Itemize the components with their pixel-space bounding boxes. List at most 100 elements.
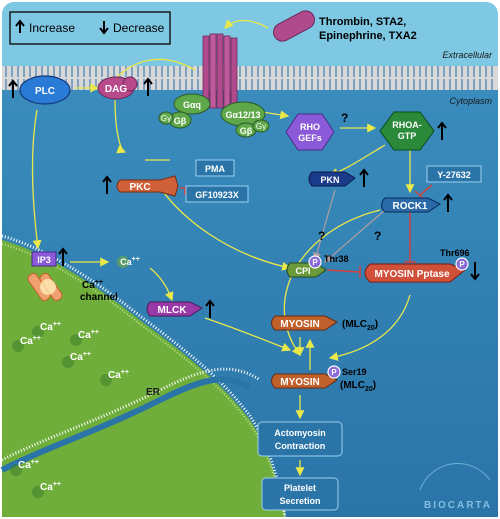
myosin-node: MYOSIN (MLC20) [271,315,378,332]
dag-label: DAG [105,84,127,95]
cpi-phospho-icon [308,255,322,269]
gaq-label: Gαq [183,100,201,110]
ca-cyto-label: Ca++ [120,256,140,267]
ga1213-label: Gα12/13 [225,110,260,120]
rock1-node: ROCK1 [381,193,453,213]
er-ca-5: Ca++ [108,369,129,381]
myosin-phospho-label: P [331,368,337,377]
legend-increase-label: Increase [29,21,75,35]
er-ca-3: Ca++ [78,329,99,341]
biocarta-logo: BIOCARTA [419,463,492,511]
y27632-node: Y-27632 [426,165,482,183]
agonist-line-2: Epinephrine, TXA2 [319,30,417,42]
plc-node: PLC [8,75,71,105]
pkn-increase-icon [359,168,369,187]
cpi-node: CPI P Thr38 [286,254,349,278]
y27632-label: Y-27632 [437,170,471,180]
ip3-label: IP3 [37,255,51,265]
rock1-increase-icon [443,193,453,212]
mlck-increase-icon [205,299,215,318]
pptase-phospho-icon [455,257,469,271]
gf10923x-label: GF10923X [195,190,239,200]
rho-gefs-label-1: RHO [300,122,320,132]
actomyosin-label-1: Actomyosin [274,428,326,438]
pkn-label: PKN [320,175,339,185]
ip3-node: IP3 [31,247,68,267]
phospho-myosin-label: MYOSIN [280,377,319,388]
g1213-protein: Gα12/13 Gβ Gγ [220,101,270,138]
ip3-increase-icon [58,247,68,266]
myosin-pptase-node: MYOSIN Pptase P Thr696 [364,248,480,283]
mlc20-label-1: (MLC20) [342,319,378,332]
agonist-ligand: Thrombin, STA2, Epinephrine, TXA2 [273,10,417,42]
rho-gefs-node: RHO GEFs ? [285,111,348,151]
gb-2-label: Gβ [240,126,253,136]
agonist-line-1: Thrombin, STA2, [319,16,406,28]
rho-gefs-label-2: GEFs [298,133,322,143]
plc-label: PLC [35,86,55,97]
cytoplasm-label: Cytoplasm [449,96,492,106]
ca-channel-label-2: channel [80,292,118,303]
cell-membrane [2,66,498,90]
myosin-pptase-label: MYOSIN Pptase [374,269,449,280]
endoplasmic-reticulum [0,234,287,518]
gq-protein: Gαq Gβ Gγ [158,93,211,129]
cytoplasm-calcium: Ca++ [117,256,140,268]
logo-text: BIOCARTA [424,500,492,511]
pkc-label: PKC [129,182,150,193]
mlck-node: MLCK [146,299,215,318]
ligand-shape [273,10,315,42]
er-ca-7: Ca++ [40,481,61,493]
extracellular-label: Extracellular [442,50,493,60]
myosin-label: MYOSIN [280,319,319,330]
increase-arrow-icon [15,19,25,33]
rhoa-increase-icon [437,121,447,140]
platelet-label-1: Platelet [284,483,316,493]
pptase-phospho-label: P [459,260,465,269]
ca-channel: Ca++ channel [27,272,118,303]
er-ca-2: Ca++ [20,335,41,347]
er-ca-1: Ca++ [40,321,61,333]
platelet-label-2: Secretion [279,496,320,506]
pkc-increase-icon [102,175,112,194]
pkn-node: PKN [308,168,369,187]
er-label: ER [146,387,161,398]
gb-1-label: Gβ [174,116,187,126]
rhoa-gtp-node: RHOA- GTP [379,111,447,151]
dag-increase-icon [143,77,153,96]
dag-node: DAG [97,76,153,100]
legend-decrease-label: Decrease [113,21,165,35]
ca-channel-label-1: Ca++ [82,279,103,291]
pma-node: PMA [195,159,235,177]
cpi-phospho-label: P [312,258,318,267]
rho-gefs-question: ? [341,111,348,125]
platelet-secretion-box: Platelet Secretion [261,477,339,511]
rhoa-label-1: RHOA- [392,120,422,130]
legend: Increase Decrease [9,11,171,45]
phospho-myosin-node: MYOSIN P Ser19 (MLC20) [271,365,376,393]
plc-increase-icon [8,79,18,98]
mlck-label: MLCK [158,305,188,316]
pkn-cpi-question: ? [318,229,325,243]
actomyosin-label-2: Contraction [275,441,326,451]
actomyosin-contraction-box: Actomyosin Contraction [257,421,343,457]
myosin-phospho-icon [327,365,341,379]
er-calcium: Ca++ Ca++ Ca++ Ca++ Ca++ Ca++ Ca++ [10,321,129,498]
gpcr-receptor [202,33,238,109]
er-ca-6: Ca++ [18,459,39,471]
thr38-label: Thr38 [324,254,349,264]
decrease-arrow-icon [99,21,109,35]
er-ca-4: Ca++ [70,351,91,363]
gf10923x-node: GF10923X [185,185,249,203]
cpi-label: CPI [295,266,310,276]
gg-2-label: Gγ [256,122,266,131]
mlc20-label-2: (MLC20) [340,380,376,393]
rock1-label: ROCK1 [392,201,427,212]
uncertain-arrows [312,189,386,263]
rock-cpi-question: ? [374,229,381,243]
ser19-label: Ser19 [342,367,367,377]
gg-1-label: Gγ [161,114,171,123]
thr696-label: Thr696 [440,248,470,258]
